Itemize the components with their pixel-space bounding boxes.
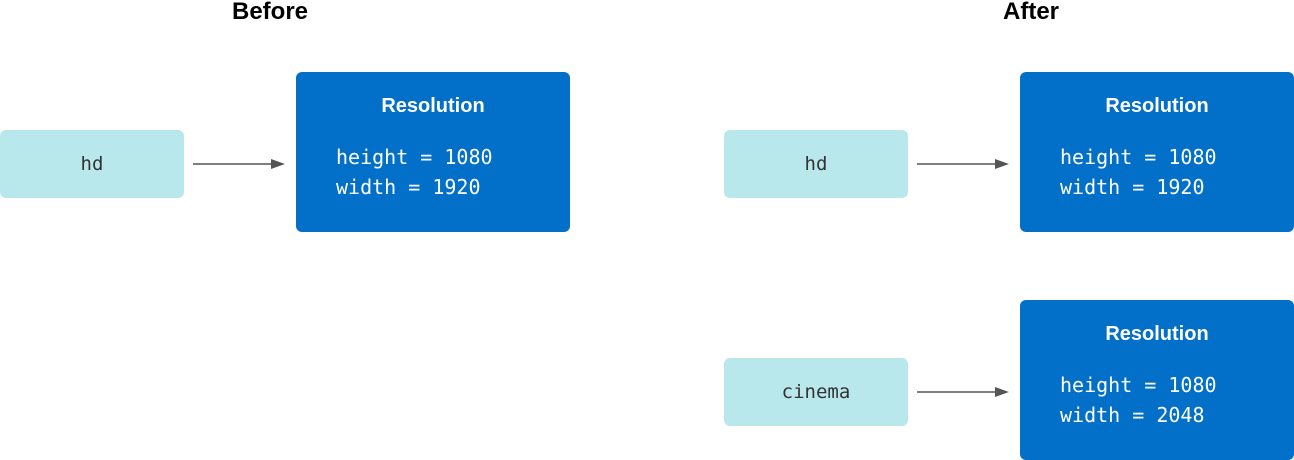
height-property: height = 1080: [336, 145, 493, 169]
after-cinema-arrow: [917, 387, 1009, 397]
resolution-title: Resolution: [381, 95, 485, 117]
height-property: height = 1080: [1060, 373, 1217, 397]
arrow-head: [995, 159, 1009, 169]
before-hd-variable-box: hd: [0, 130, 184, 198]
resolution-title: Resolution: [1105, 323, 1209, 345]
arrow-head: [995, 387, 1009, 397]
after-hd-resolution-box: Resolution height = 1080 width = 1920: [1020, 72, 1294, 232]
before-hd-resolution-box: Resolution height = 1080 width = 1920: [296, 72, 570, 232]
after-cinema-resolution-box: Resolution height = 1080 width = 2048: [1020, 300, 1294, 460]
after-hd-variable-label: hd: [804, 153, 828, 175]
width-property: width = 1920: [1060, 175, 1205, 199]
height-property: height = 1080: [1060, 145, 1217, 169]
width-property: width = 2048: [1060, 403, 1205, 427]
width-property: width = 1920: [336, 175, 481, 199]
before-hd-variable-label: hd: [80, 153, 104, 175]
after-cinema-variable-box: cinema: [724, 358, 908, 426]
resolution-title: Resolution: [1105, 95, 1209, 117]
arrow-head: [271, 159, 285, 169]
after-hd-arrow: [917, 159, 1009, 169]
after-heading: After: [1003, 0, 1060, 25]
after-hd-variable-box: hd: [724, 130, 908, 198]
after-cinema-variable-label: cinema: [781, 381, 851, 403]
before-heading: Before: [232, 0, 309, 25]
before-hd-arrow: [193, 159, 285, 169]
